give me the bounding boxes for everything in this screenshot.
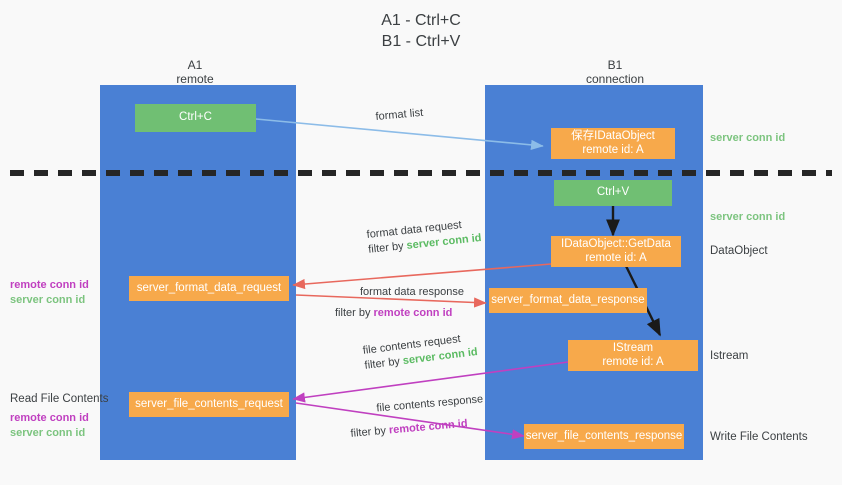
- box-save-idataobject[interactable]: 保存IDataObject remote id: A: [551, 128, 675, 159]
- arrow-file-contents-request: [292, 361, 569, 403]
- box-server-format-data-request-label: server_format_data_request: [136, 281, 282, 294]
- arrow-format-list: [255, 118, 544, 150]
- arrow-file-contents-response: [295, 402, 525, 440]
- arrow-format-data-response: [295, 294, 487, 308]
- annotation-write-file-contents: Write File Contents: [710, 431, 808, 443]
- title-line-2: B1 - Ctrl+V: [381, 33, 461, 50]
- box-save-idataobject-line1: 保存IDataObject: [571, 130, 655, 142]
- box-ctrl-c-label: Ctrl+C: [179, 111, 212, 124]
- lane-header-a1-name: A1: [187, 58, 203, 72]
- arrow-label-format-list-text: format list: [375, 106, 424, 123]
- lane-header-a1-sub: remote: [176, 72, 214, 86]
- lane-header-a1: A1 remote: [120, 58, 270, 86]
- arrow-label-format-data-response: format data response filter by remote co…: [335, 285, 464, 321]
- annotation-conn-ids-format: remote conn id server conn id: [10, 278, 89, 308]
- box-istream[interactable]: IStream remote id: A: [568, 340, 698, 371]
- annotation-text: server conn id: [710, 211, 786, 223]
- annotation-server-conn-id: server conn id: [10, 427, 86, 439]
- lane-header-b1-sub: connection: [585, 72, 645, 86]
- lane-header-b1: B1 connection: [540, 58, 690, 86]
- annotation-istream: Istream: [710, 350, 749, 362]
- box-server-file-contents-response[interactable]: server_file_contents_response: [524, 424, 684, 449]
- annotation-text: server conn id: [710, 132, 786, 144]
- box-ctrl-v-label: Ctrl+V: [596, 186, 630, 199]
- lane-header-b1-name: B1: [607, 58, 623, 72]
- filter-prefix: filter by: [363, 355, 404, 372]
- filter-prefix: filter by: [350, 424, 390, 440]
- box-server-format-data-response[interactable]: server_format_data_response: [489, 288, 647, 313]
- box-getdata-line1: IDataObject::GetData: [561, 238, 671, 250]
- annotation-remote-conn-id: remote conn id: [10, 279, 89, 291]
- annotation-server-conn-id-top: server conn id: [710, 131, 785, 146]
- box-getdata-line2: remote id: A: [585, 251, 647, 264]
- annotation-conn-ids-file: remote conn id server conn id: [10, 411, 89, 441]
- filter-key-remote-conn-id: remote conn id: [373, 307, 453, 319]
- box-save-idataobject-line2: remote id: A: [582, 143, 644, 156]
- arrow-label-format-data-response-line2: filter by remote conn id: [335, 306, 464, 321]
- arrow-format-data-request: [292, 263, 552, 290]
- box-istream-line2: remote id: A: [602, 355, 664, 368]
- box-ctrl-v[interactable]: Ctrl+V: [554, 180, 672, 206]
- annotation-server-conn-id: server conn id: [10, 294, 86, 306]
- box-server-file-contents-request[interactable]: server_file_contents_request: [129, 392, 289, 417]
- box-ctrl-c[interactable]: Ctrl+C: [135, 104, 256, 132]
- page-title: A1 - Ctrl+C B1 - Ctrl+V: [0, 10, 842, 52]
- title-line-1: A1 - Ctrl+C: [381, 12, 461, 29]
- annotation-read-file-contents: Read File Contents: [10, 393, 109, 405]
- box-server-format-data-request[interactable]: server_format_data_request: [129, 276, 289, 301]
- filter-prefix: filter by: [367, 239, 408, 256]
- annotation-remote-conn-id: remote conn id: [10, 412, 89, 424]
- box-server-file-contents-request-label: server_file_contents_request: [135, 397, 283, 410]
- box-idataobject-getdata[interactable]: IDataObject::GetData remote id: A: [551, 236, 681, 267]
- annotation-server-conn-id-second: server conn id: [710, 210, 785, 225]
- box-server-file-contents-response-label: server_file_contents_response: [525, 429, 683, 442]
- annotation-dataobject: DataObject: [710, 245, 768, 257]
- arrow-label-format-data-response-line1: format data response: [360, 286, 464, 298]
- box-server-format-data-response-label: server_format_data_response: [491, 293, 645, 306]
- filter-prefix: filter by: [335, 307, 374, 319]
- phase-divider: [10, 170, 832, 176]
- box-istream-line1: IStream: [612, 342, 654, 354]
